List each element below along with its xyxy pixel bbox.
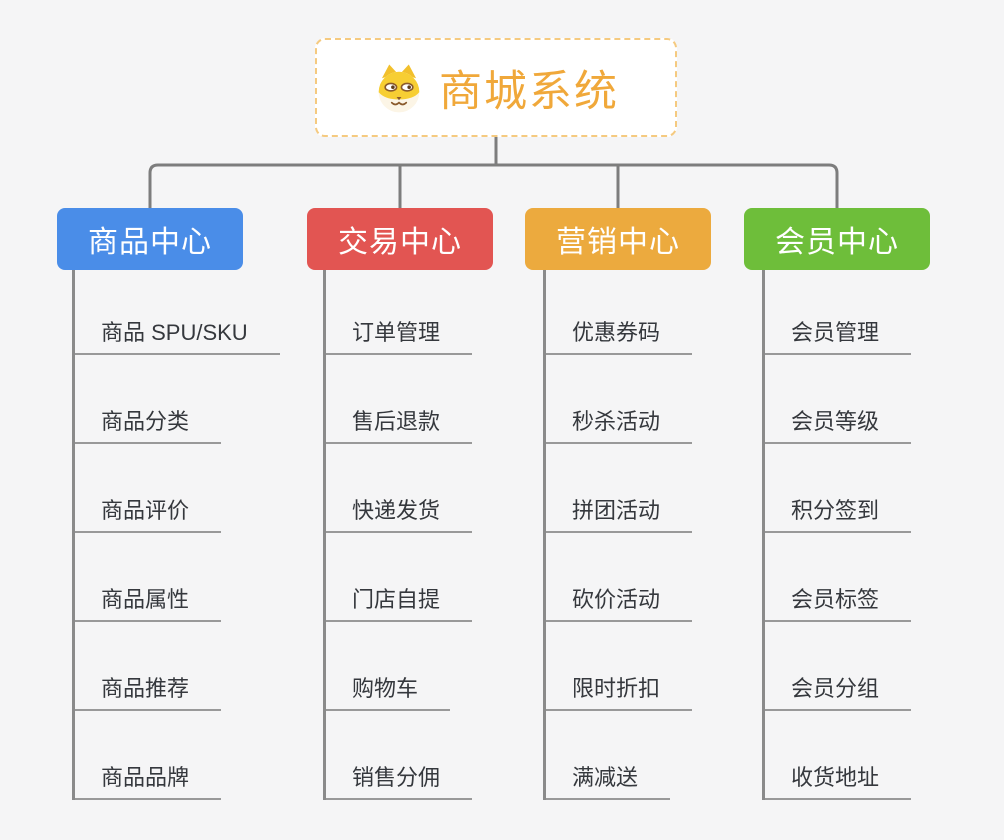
child-node[interactable]: 会员标签 [765, 585, 912, 622]
child-node[interactable]: 收货地址 [765, 763, 912, 800]
right-elbow-line [496, 163, 839, 208]
branch-label: 营销中心 [556, 226, 680, 259]
branch-node-marketing-center[interactable]: 营销中心 [525, 208, 711, 270]
child-node[interactable]: 满减送 [546, 763, 671, 800]
shiba-dog-face-icon [378, 63, 420, 112]
child-node[interactable]: 商品分类 [75, 407, 222, 444]
child-node[interactable]: 限时折扣 [546, 674, 693, 711]
branch-label: 商品中心 [88, 226, 212, 259]
branch-node-trade-center[interactable]: 交易中心 [307, 208, 493, 270]
column-product-center: 商品 SPU/SKU 商品分类 商品评价 商品属性 商品推荐 商品品牌 [72, 270, 312, 800]
child-node[interactable]: 会员管理 [765, 318, 912, 355]
child-node[interactable]: 砍价活动 [546, 585, 693, 622]
branch-label: 交易中心 [338, 226, 462, 259]
child-node[interactable]: 拼团活动 [546, 496, 693, 533]
child-node[interactable]: 商品属性 [75, 585, 222, 622]
column-marketing-center: 优惠券码 秒杀活动 拼团活动 砍价活动 限时折扣 满减送 [543, 270, 783, 800]
child-node[interactable]: 购物车 [326, 674, 451, 711]
branch-node-member-center[interactable]: 会员中心 [744, 208, 930, 270]
child-node[interactable]: 商品 SPU/SKU [75, 318, 280, 355]
child-node[interactable]: 商品推荐 [75, 674, 222, 711]
child-node[interactable]: 积分签到 [765, 496, 912, 533]
child-node[interactable]: 快递发货 [326, 496, 473, 533]
column-trade-center: 订单管理 售后退款 快递发货 门店自提 购物车 销售分佣 [323, 270, 563, 800]
child-node[interactable]: 优惠券码 [546, 318, 693, 355]
root-title: 商城系统 [439, 67, 619, 116]
child-node[interactable]: 秒杀活动 [546, 407, 693, 444]
root-node-mall-system[interactable]: 商城系统 [315, 38, 677, 137]
child-node[interactable]: 销售分佣 [326, 763, 473, 800]
child-node[interactable]: 售后退款 [326, 407, 473, 444]
child-node[interactable]: 门店自提 [326, 585, 473, 622]
child-node[interactable]: 订单管理 [326, 318, 473, 355]
child-node[interactable]: 商品品牌 [75, 763, 222, 800]
branch-node-product-center[interactable]: 商品中心 [57, 208, 243, 270]
branch-label: 会员中心 [775, 226, 899, 259]
left-elbow-line [148, 163, 496, 208]
column-member-center: 会员管理 会员等级 积分签到 会员标签 会员分组 收货地址 [762, 270, 1002, 800]
child-node[interactable]: 会员等级 [765, 407, 912, 444]
child-node[interactable]: 商品评价 [75, 496, 222, 533]
child-node[interactable]: 会员分组 [765, 674, 912, 711]
